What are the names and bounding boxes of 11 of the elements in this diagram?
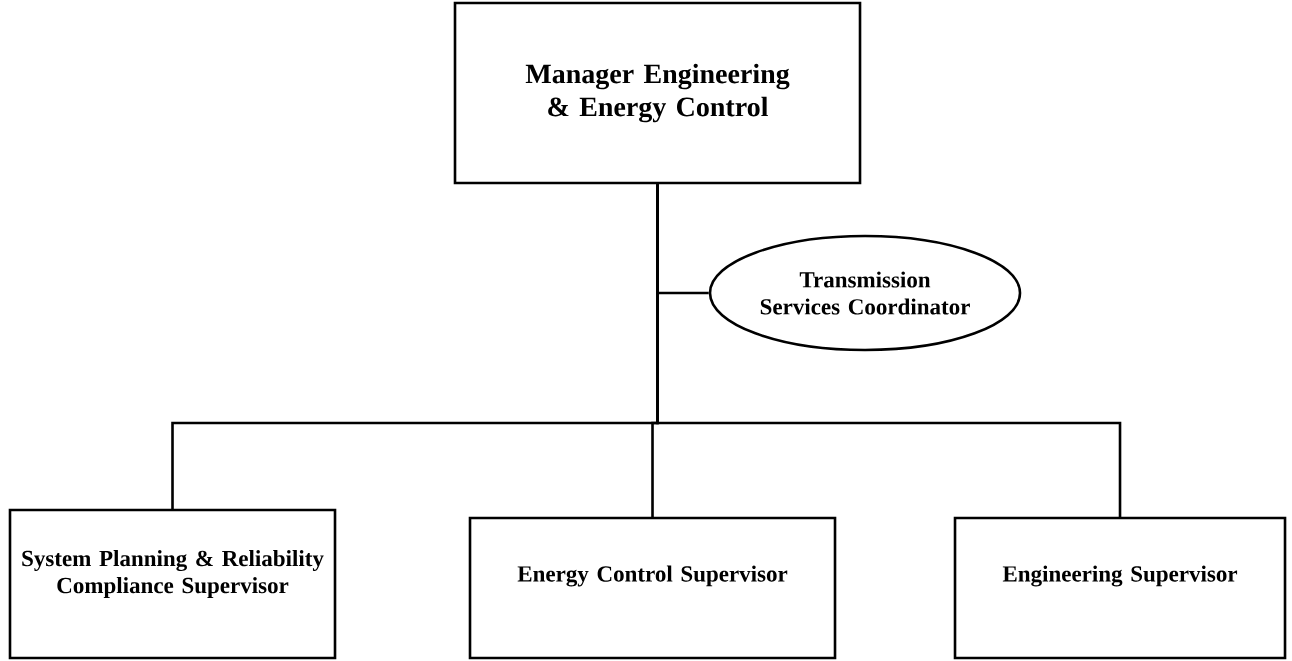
position-box: [468, 516, 837, 660]
position-box: [453, 1, 862, 185]
connector-line: [656, 184, 1122, 518]
ellipse-node: [708, 234, 1022, 352]
position-title: System Planning & Reliability Compliance Supervisor: [22, 550, 324, 598]
position-box: [953, 516, 1287, 660]
position-title: Manager Engineering & Energy Control: [525, 63, 790, 123]
position-title: Engineering Supervisor: [1002, 565, 1238, 587]
position-box: [8, 508, 337, 660]
position-title: Transmission Services Coordinator: [760, 271, 970, 315]
position-title: Energy Control Supervisor: [517, 565, 788, 587]
